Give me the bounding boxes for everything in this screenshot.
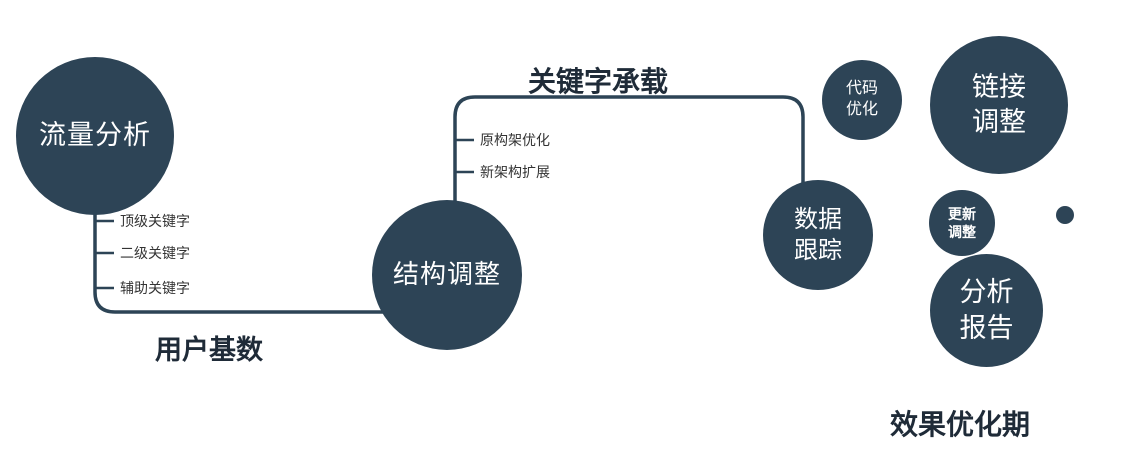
node-update-adjustment-line2: 调整 (948, 224, 976, 240)
node-analysis-report-line2: 报告 (959, 312, 1014, 343)
node-code-optimization: 代码 优化 (822, 60, 902, 140)
node-link-adjustment: 链接 调整 (930, 36, 1068, 174)
branch-label-secondary-keywords: 二级关键字 (120, 245, 190, 261)
node-analysis-report-line1: 分析 (959, 277, 1014, 308)
branch-label-top-keywords: 顶级关键字 (120, 213, 190, 229)
dot-marker (1056, 206, 1074, 224)
node-data-tracking: 数据 跟踪 (763, 180, 873, 290)
label-user-base: 用户基数 (155, 335, 263, 365)
branch-label-auxiliary-keywords: 辅助关键字 (120, 280, 190, 296)
edge-traffic-to-structure (93, 180, 450, 314)
node-code-optimization-line1: 代码 (845, 80, 878, 98)
node-analysis-report: 分析 报告 (930, 254, 1043, 367)
node-link-adjustment-line1: 链接 (972, 71, 1026, 102)
node-update-adjustment: 更新 调整 (929, 190, 995, 256)
branch-label-original-architecture: 原构架优化 (480, 132, 550, 148)
node-code-optimization-line2: 优化 (845, 101, 878, 118)
node-traffic-analysis-label: 流量分析 (39, 120, 151, 151)
node-data-tracking-line1: 数据 (794, 205, 842, 233)
label-effect-optimization-period: 效果优化期 (890, 409, 1031, 440)
node-update-adjustment-line1: 更新 (948, 205, 976, 222)
node-structure-adjustment-label: 结构调整 (392, 259, 501, 290)
node-structure-adjustment: 结构调整 (372, 200, 522, 350)
node-traffic-analysis: 流量分析 (16, 57, 174, 215)
node-data-tracking-line2: 跟踪 (794, 237, 842, 264)
branch-label-new-architecture: 新架构扩展 (480, 164, 550, 180)
node-link-adjustment-line2: 调整 (972, 107, 1026, 137)
edge-structure-to-tracking (453, 95, 805, 220)
label-keyword-carry: 关键字承载 (528, 66, 669, 97)
